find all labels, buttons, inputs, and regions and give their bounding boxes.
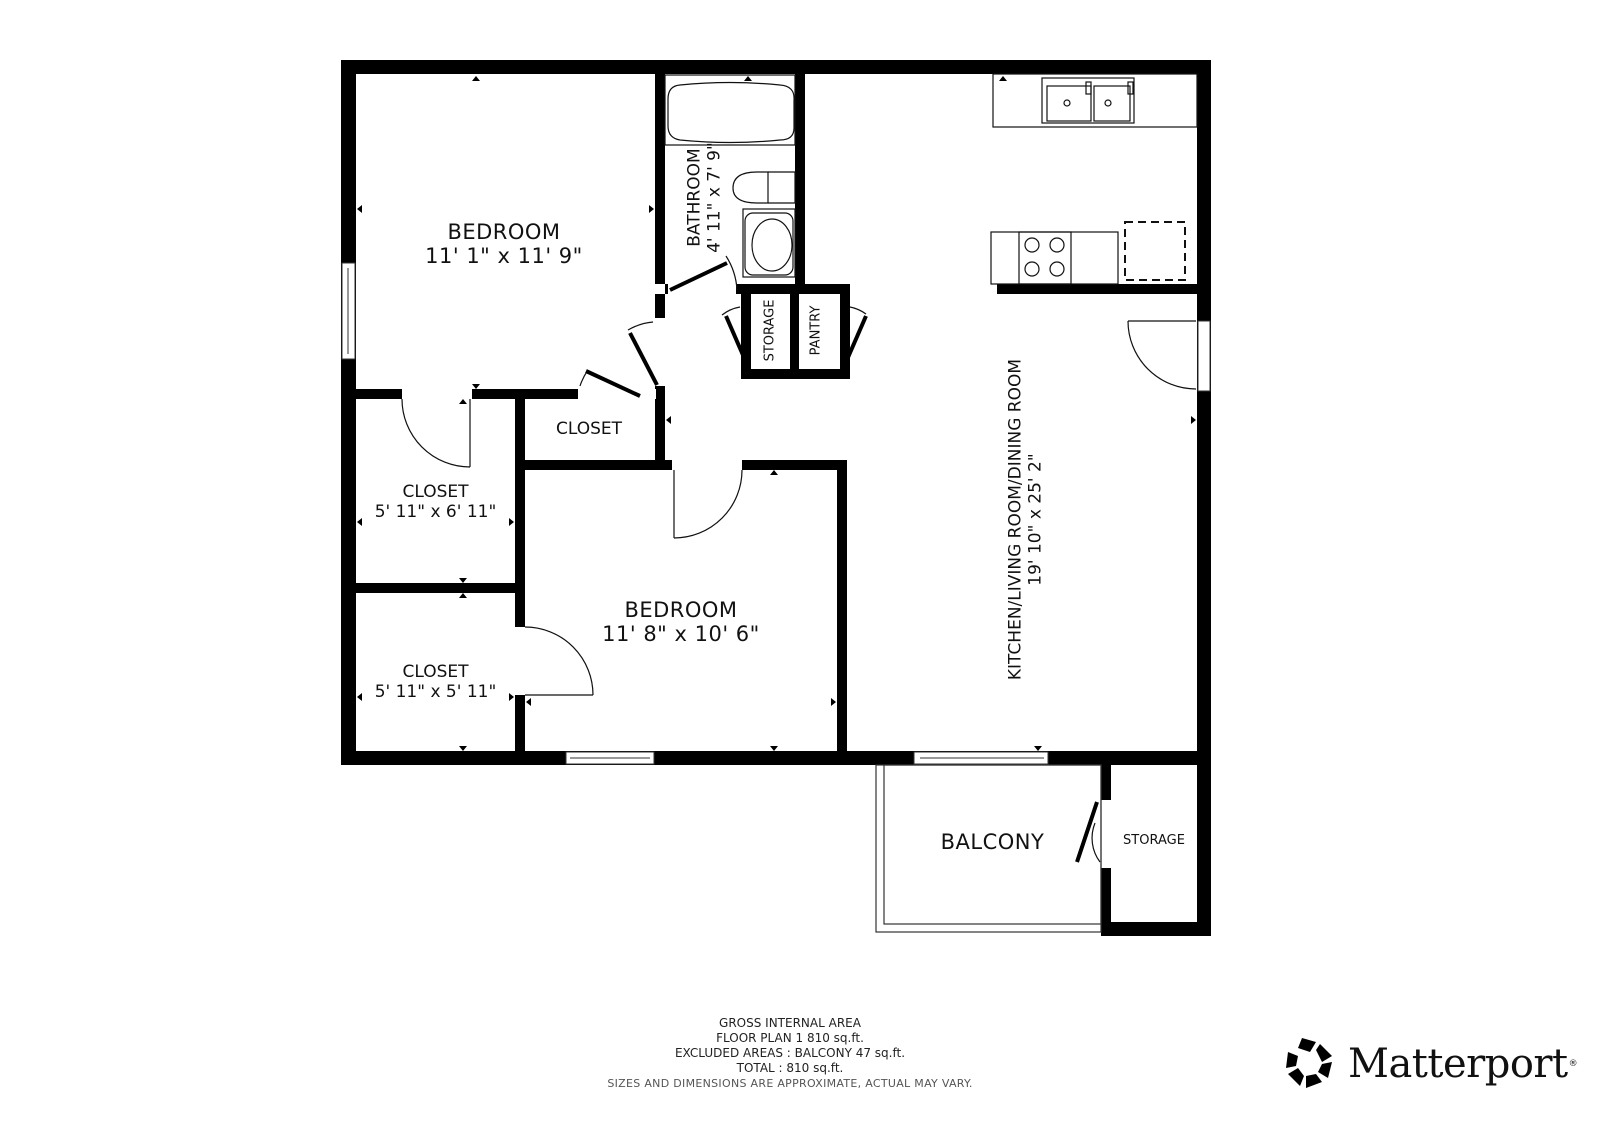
room-dimensions: 4' 11" x 7' 9"	[704, 142, 724, 253]
room-kitchen-living-dining: KITCHEN/LIVING ROOM/DINING ROOM 19' 10" …	[1005, 350, 1045, 690]
brand-name: Matterport	[1348, 1041, 1568, 1087]
matterport-logo-icon	[1286, 1038, 1332, 1088]
room-closet-hall: CLOSET	[530, 419, 648, 440]
room-storage-balcony: STORAGE	[1111, 833, 1197, 849]
room-balcony: BALCONY	[910, 830, 1075, 854]
room-dimensions: 5' 11" x 5' 11"	[374, 681, 497, 702]
room-name: CLOSET	[555, 419, 623, 439]
summary-title: GROSS INTERNAL AREA	[719, 1016, 861, 1030]
area-summary: GROSS INTERNAL AREA FLOOR PLAN 1 810 sq.…	[590, 1016, 990, 1091]
room-closet-2: CLOSET 5' 11" x 5' 11"	[356, 662, 515, 702]
room-bedroom-2: BEDROOM 11' 8" x 10' 6"	[571, 598, 791, 646]
registered-mark: ®	[1568, 1059, 1578, 1069]
room-pantry: PANTRY	[808, 290, 825, 370]
toilet-tank-icon	[768, 171, 796, 204]
room-storage-small: STORAGE	[762, 290, 779, 370]
room-name: BEDROOM	[624, 598, 738, 622]
walls	[341, 60, 1211, 936]
room-dimensions: 5' 11" x 6' 11"	[374, 501, 497, 522]
double-sink-icon	[1041, 77, 1135, 124]
room-name: BEDROOM	[447, 220, 561, 244]
door-openings	[402, 284, 1111, 868]
room-name: KITCHEN/LIVING ROOM/DINING ROOM	[1005, 358, 1026, 681]
room-bathroom: BATHROOM 4' 11" x 7' 9"	[684, 113, 724, 283]
toilet-icon	[732, 171, 769, 204]
bathtub-icon	[667, 81, 795, 144]
balcony-outline	[875, 764, 1102, 933]
room-dimensions: 11' 8" x 10' 6"	[602, 622, 760, 647]
summary-total: TOTAL : 810 sq.ft.	[736, 1061, 844, 1075]
stove-icon	[1018, 231, 1072, 285]
matterport-logo: Matterport®	[1282, 1036, 1578, 1092]
summary-disclaimer: SIZES AND DIMENSIONS ARE APPROXIMATE, AC…	[607, 1077, 973, 1090]
sink-icon	[751, 218, 793, 272]
room-bedroom-1: BEDROOM 11' 1" x 11' 9"	[404, 220, 604, 268]
room-name: PANTRY	[808, 305, 824, 356]
room-name: BALCONY	[940, 830, 1045, 854]
room-dimensions: 19' 10" x 25' 2"	[1025, 453, 1045, 586]
room-closet-1: CLOSET 5' 11" x 6' 11"	[356, 482, 515, 522]
summary-excluded: EXCLUDED AREAS : BALCONY 47 sq.ft.	[674, 1046, 906, 1060]
room-name: STORAGE	[1123, 833, 1185, 848]
door-leaves	[585, 261, 1099, 863]
bathroom-fixtures	[664, 74, 796, 278]
room-name: CLOSET	[402, 482, 469, 502]
room-name: BATHROOM	[684, 148, 705, 247]
room-name: CLOSET	[402, 662, 469, 682]
dimension-markers	[357, 76, 1196, 751]
summary-floor-plan: FLOOR PLAN 1 810 sq.ft.	[716, 1031, 864, 1045]
kitchen-fixtures	[990, 73, 1198, 285]
room-dimensions: 11' 1" x 11' 9"	[425, 244, 583, 269]
doors	[401, 255, 1197, 863]
room-name: STORAGE	[762, 299, 778, 362]
windows	[341, 262, 1211, 765]
fridge-space-icon	[1124, 221, 1186, 281]
